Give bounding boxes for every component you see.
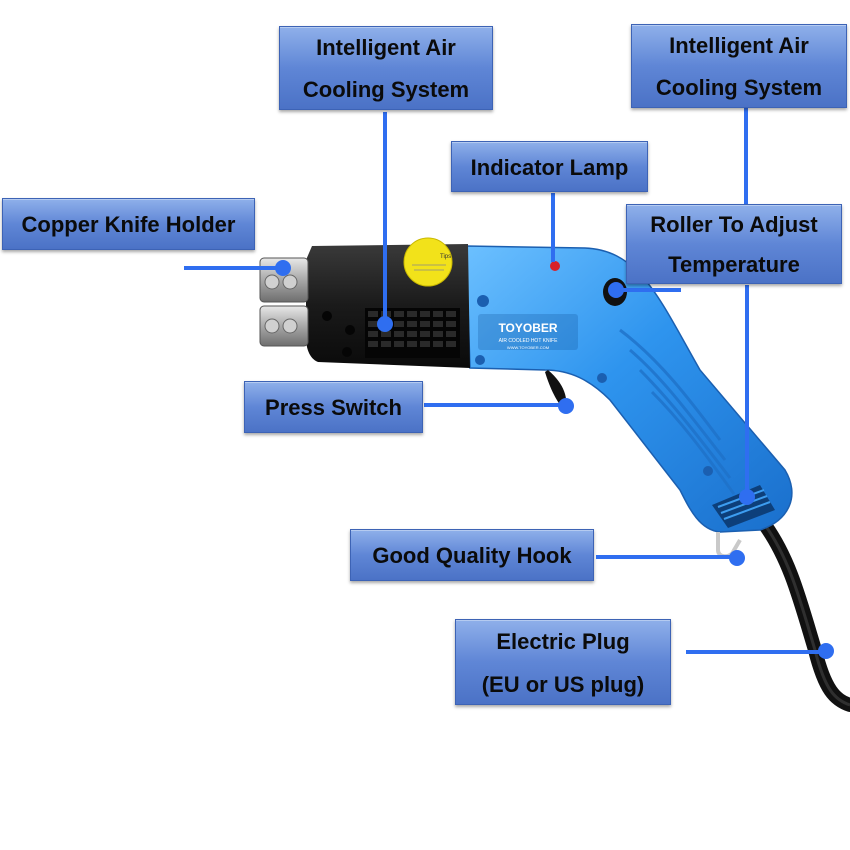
brand-logo: TOYOBER AIR COOLED HOT KNIFE WWW.TOYOBER…	[478, 314, 578, 350]
vent-grille-bottom	[712, 485, 775, 528]
label-copper-knife-holder: Copper Knife Holder	[2, 198, 255, 250]
label-indicator-lamp: Indicator Lamp	[451, 141, 648, 192]
vent-grille-head	[365, 308, 460, 358]
web-text: WWW.TOYOBER.COM	[507, 345, 549, 350]
brand-text: TOYOBER	[498, 321, 557, 335]
label-air-cooling-right: Intelligent Air Cooling System	[631, 24, 847, 108]
leader-dots	[275, 260, 834, 659]
indicator-lamp	[550, 261, 560, 271]
model-text: AIR COOLED HOT KNIFE	[499, 338, 558, 344]
label-air-cooling-left: Intelligent Air Cooling System	[279, 26, 493, 110]
label-press-switch: Press Switch	[244, 381, 423, 433]
grip-ribs	[619, 328, 736, 495]
leader-lines	[184, 108, 826, 654]
label-electric-plug: Electric Plug (EU or US plug)	[455, 619, 671, 705]
warning-sticker: Tips	[403, 237, 453, 287]
label-roller-adjust: Roller To Adjust Temperature	[626, 204, 842, 284]
sticker-text: Tips	[440, 254, 451, 260]
copper-knife-holder	[259, 257, 309, 347]
label-good-quality-hook: Good Quality Hook	[350, 529, 594, 581]
power-cable	[758, 518, 850, 712]
